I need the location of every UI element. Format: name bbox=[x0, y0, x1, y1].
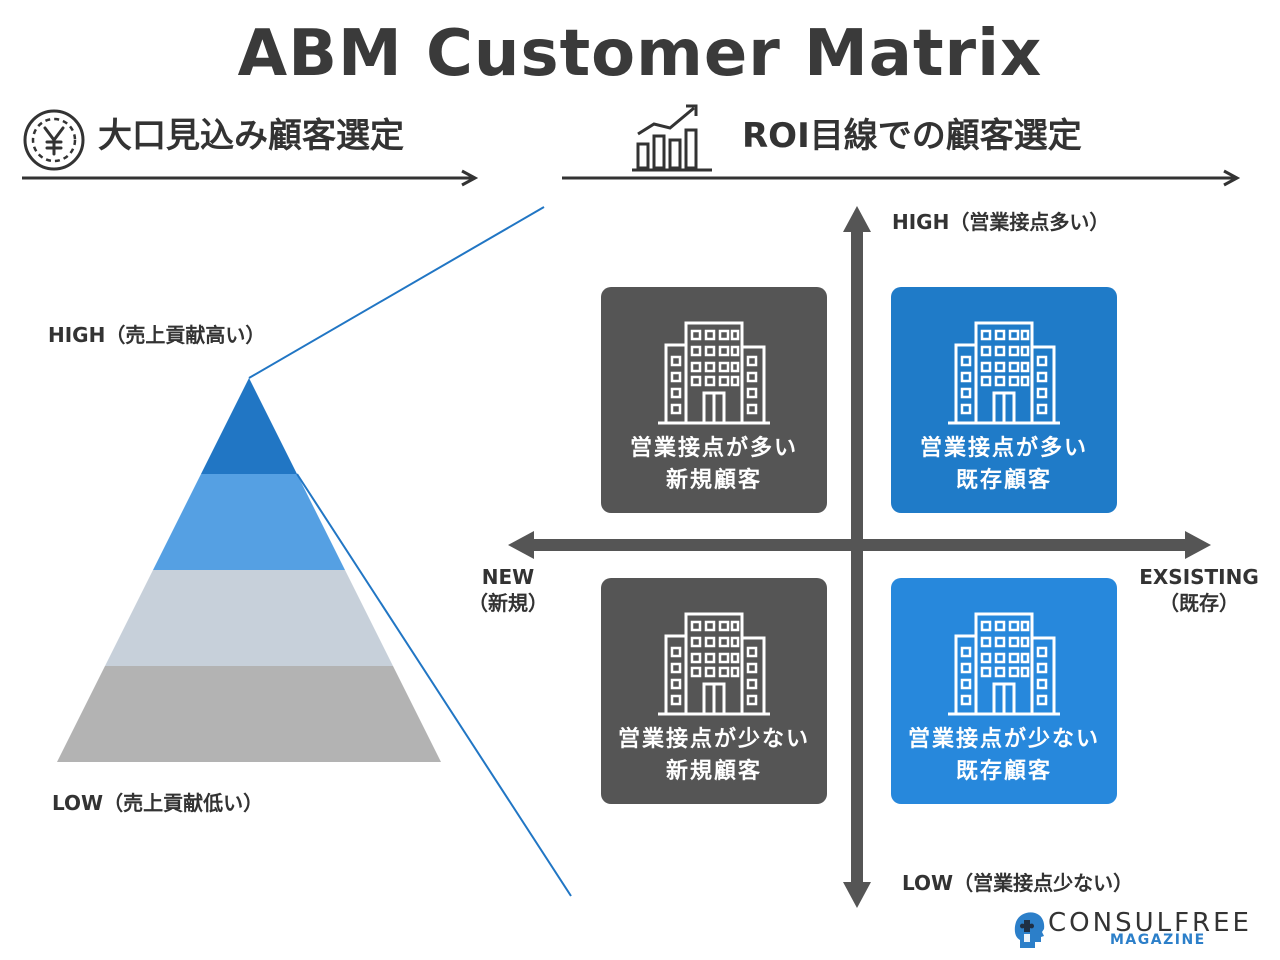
building-icon bbox=[948, 612, 1060, 716]
quadrant-bottom-right: 営業接点が少ない 既存顧客 bbox=[891, 578, 1117, 804]
quadrant-bottom-left: 営業接点が少ない 新規顧客 bbox=[601, 578, 827, 804]
axis-left-label-line1: NEW bbox=[481, 565, 535, 589]
page-title: ABM Customer Matrix bbox=[237, 17, 1043, 91]
right-header-arrow bbox=[562, 169, 1241, 187]
quadrant-top-left-label: 営業接点が多い 新規顧客 bbox=[629, 436, 798, 493]
pyramid-top-label: HIGH（売上貢献高い） bbox=[48, 323, 266, 347]
axis-right-label-line1: EXSISTING bbox=[1139, 565, 1259, 589]
left-header-arrow bbox=[22, 169, 479, 187]
axis-left-label-line2: （新規） bbox=[468, 591, 548, 615]
yen-coin-icon bbox=[22, 108, 86, 172]
axis-top-label: HIGH（営業接点多い） bbox=[892, 210, 1110, 234]
building-icon bbox=[948, 321, 1060, 425]
horizontal-axis bbox=[508, 531, 1211, 559]
axis-bottom-label: LOW（営業接点少ない） bbox=[902, 871, 1134, 895]
building-icon bbox=[658, 612, 770, 716]
quadrant-top-left: 営業接点が多い 新規顧客 bbox=[601, 287, 827, 513]
pyramid-tier-3 bbox=[105, 570, 393, 666]
pyramid-tier-4 bbox=[57, 666, 441, 762]
axis-right-label-line2: （既存） bbox=[1159, 591, 1239, 615]
pyramid-bottom-label: LOW（売上貢献低い） bbox=[52, 791, 264, 815]
building-icon bbox=[658, 321, 770, 425]
quadrant-bottom-left-label: 営業接点が少ない 新規顧客 bbox=[617, 727, 810, 784]
axis-left-label: NEW （新規） bbox=[458, 564, 558, 616]
bar-chart-growth-icon bbox=[630, 100, 714, 174]
head-puzzle-logo-icon bbox=[1012, 910, 1046, 950]
connector-line-bottom bbox=[296, 473, 572, 897]
right-section-heading: ROI目線での顧客選定 bbox=[742, 116, 1082, 156]
quadrant-top-right: 営業接点が多い 既存顧客 bbox=[891, 287, 1117, 513]
connector-line-top bbox=[248, 206, 545, 379]
vertical-axis bbox=[843, 206, 871, 908]
pyramid-tier-2 bbox=[153, 474, 345, 570]
quadrant-bottom-right-label: 営業接点が少ない 既存顧客 bbox=[907, 727, 1100, 784]
axis-right-label: EXSISTING （既存） bbox=[1134, 564, 1264, 616]
quadrant-top-right-label: 営業接点が多い 既存顧客 bbox=[919, 436, 1088, 493]
pyramid-tier-1 bbox=[201, 378, 297, 474]
left-section-heading: 大口見込み顧客選定 bbox=[98, 116, 404, 156]
logo-subtitle: MAGAZINE bbox=[1110, 932, 1206, 948]
logo-name: CONSULFREE bbox=[1048, 908, 1252, 938]
